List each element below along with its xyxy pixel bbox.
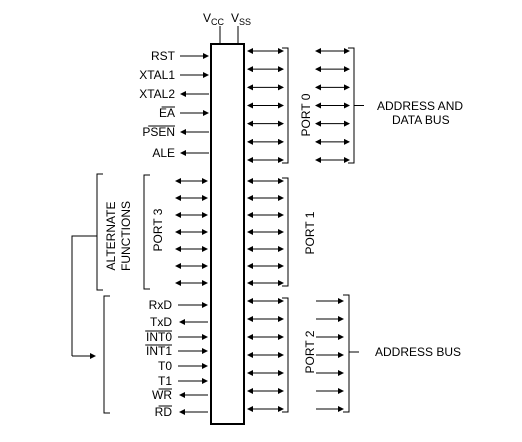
port-2-label: PORT 2 (303, 330, 317, 373)
alternate-connector (71, 235, 97, 356)
alt-pin-label-wr: WR (152, 388, 172, 402)
pin-label-ea: EA (159, 106, 175, 120)
alt-pin-label-rxd: RxD (149, 298, 173, 312)
port-2 (247, 294, 359, 413)
port0-bus-bracket (348, 47, 364, 164)
alternate-top-bracket (96, 173, 103, 291)
port-1 (247, 177, 289, 287)
port-1-label: PORT 1 (303, 211, 317, 254)
port-0-label: PORT 0 (299, 93, 313, 136)
pin-label-xtal2: XTAL2 (139, 87, 175, 101)
address-bus-label: ADDRESS BUS (375, 345, 461, 359)
port2-bus-bracket (343, 294, 359, 413)
port0-bracket (282, 47, 289, 164)
port2-bracket (282, 297, 289, 413)
alt-pin-label-rd: RD (155, 405, 173, 419)
vcc-label: VCC (203, 11, 225, 27)
pin-label-xtal1: XTAL1 (139, 68, 175, 82)
pin-label-rst: RST (151, 49, 176, 63)
address-data-bus-label-1: ADDRESS AND (377, 99, 463, 113)
alternate-bottom-bracket (103, 295, 110, 414)
vss-label: VSS (231, 11, 251, 27)
alt-pin-label-t1: T1 (158, 374, 172, 388)
port-3-label: PORT 3 (151, 208, 165, 251)
alt-pin-label-int1: INT1 (146, 344, 172, 358)
pin-label-ale: ALE (152, 146, 175, 160)
alt-pin-label-t0: T0 (158, 359, 172, 373)
address-data-bus-label-2: DATA BUS (392, 113, 450, 127)
port-0 (247, 47, 364, 164)
chip-body (210, 43, 245, 425)
alt-pin-label-int0: INT0 (146, 330, 172, 344)
functions-label: FUNCTIONS (119, 201, 133, 271)
alternate-label: ALTERNATE (104, 202, 118, 271)
pin-label-psen: PSEN (142, 125, 175, 139)
alt-pin-label-txd: TxD (150, 315, 172, 329)
power-pins: VCC VSS (203, 11, 251, 44)
port1-bracket (282, 177, 289, 287)
port-3 (143, 174, 208, 290)
port3-bracket (143, 174, 150, 290)
